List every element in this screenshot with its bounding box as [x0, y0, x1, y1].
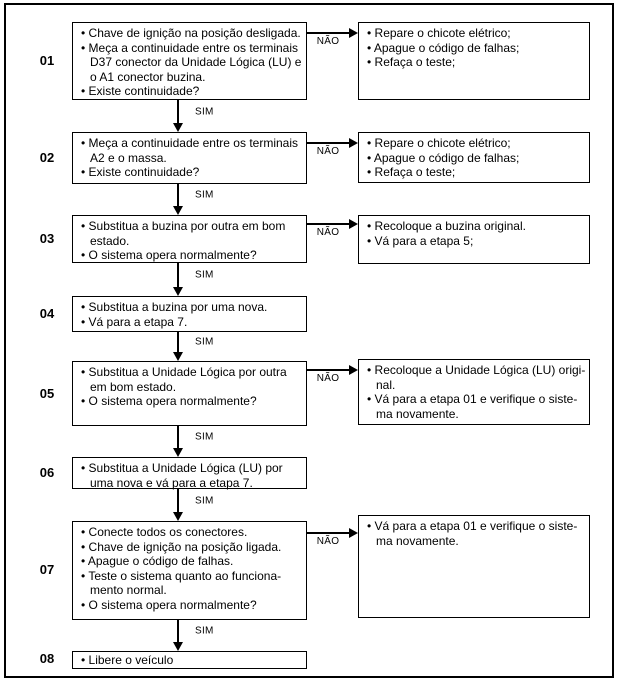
step-box-03: Substitua a buzina por outra em bom esta… — [72, 215, 307, 263]
outer-border — [4, 3, 614, 678]
bullet-item: O sistema opera normalmente? — [81, 598, 304, 613]
step-number-06: 06 — [39, 465, 55, 480]
bullet-item: Recoloque a Unidade Lógica (LU) origi- n… — [367, 363, 587, 392]
bullet-item: Vá para a etapa 01 e verifique o siste- … — [367, 519, 587, 548]
no-arrow-02: NÃO — [307, 138, 358, 157]
bullet-item: Teste o sistema quanto ao funciona- ment… — [81, 569, 304, 598]
step-box-06: Substitua a Unidade Lógica (LU) por uma … — [72, 457, 307, 490]
step-box-08: Libere o veículo — [72, 651, 307, 669]
yes-label: SIM — [194, 189, 215, 201]
yes-label: SIM — [194, 625, 215, 637]
step-08-bullets: Libere o veículo — [73, 652, 306, 668]
bullet-item: Existe continuidade? — [81, 165, 304, 180]
bullet-item: Apague o código de falhas. — [81, 554, 304, 569]
no-arrow-05: NÃO — [307, 365, 358, 384]
no-box-02: Repare o chicote elétrico; Apague o códi… — [358, 132, 590, 183]
no-box-03-bullets: Recoloque a buzina original. Vá para a e… — [359, 216, 589, 248]
no-label: NÃO — [316, 373, 340, 384]
no-box-02-bullets: Repare o chicote elétrico; Apague o códi… — [359, 133, 589, 180]
bullet-item: Substitua a buzina por outra em bom esta… — [81, 219, 304, 248]
no-label: NÃO — [316, 536, 340, 547]
no-arrow-03: NÃO — [307, 219, 358, 238]
yes-arrow-01: SIM — [173, 100, 215, 132]
step-number-01: 01 — [39, 53, 55, 68]
no-box-03: Recoloque a buzina original. Vá para a e… — [358, 215, 590, 264]
bullet-item: Chave de ignição na posição desligada. — [81, 26, 304, 41]
bullet-item: O sistema opera normalmente? — [81, 248, 304, 263]
no-box-07: Vá para a etapa 01 e verifique o siste- … — [358, 515, 590, 618]
step-04-bullets: Substitua a buzina por uma nova. Vá para… — [73, 297, 306, 329]
no-arrow-01: NÃO — [307, 28, 358, 47]
step-box-07: Conecte todos os conectores. Chave de ig… — [72, 521, 307, 620]
bullet-item: Substitua a Unidade Lógica por outra em … — [81, 365, 304, 394]
step-box-04: Substitua a buzina por uma nova. Vá para… — [72, 296, 307, 332]
step-number-08: 08 — [39, 651, 55, 666]
bullet-item: Conecte todos os conectores. — [81, 525, 304, 540]
no-box-07-bullets: Vá para a etapa 01 e verifique o siste- … — [359, 516, 589, 548]
yes-arrow-02: SIM — [173, 184, 215, 215]
bullet-item: Apague o código de falhas; — [367, 151, 587, 166]
bullet-item: Recoloque a buzina original. — [367, 219, 587, 234]
bullet-item: Vá para a etapa 5; — [367, 234, 587, 249]
yes-label: SIM — [194, 269, 215, 281]
bullet-item: Refaça o teste; — [367, 165, 587, 180]
no-box-01: Repare o chicote elétrico; Apague o códi… — [358, 22, 590, 100]
no-box-01-bullets: Repare o chicote elétrico; Apague o códi… — [359, 23, 589, 70]
bullet-item: Meça a continuidade entre os terminais A… — [81, 136, 304, 165]
no-label: NÃO — [316, 146, 340, 157]
bullet-item: Repare o chicote elétrico; — [367, 26, 587, 41]
step-05-bullets: Substitua a Unidade Lógica por outra em … — [73, 362, 306, 409]
bullet-item: Substitua a Unidade Lógica (LU) por uma … — [81, 461, 304, 490]
bullet-item: Libere o veículo — [81, 653, 304, 668]
step-number-04: 04 — [39, 306, 55, 321]
bullet-item: Vá para a etapa 01 e verifique o siste- … — [367, 392, 587, 421]
step-number-05: 05 — [39, 386, 55, 401]
step-box-02: Meça a continuidade entre os terminais A… — [72, 132, 307, 184]
yes-arrow-04: SIM — [173, 332, 215, 361]
step-06-bullets: Substitua a Unidade Lógica (LU) por uma … — [73, 458, 306, 490]
bullet-item: Apague o código de falhas; — [367, 41, 587, 56]
step-01-bullets: Chave de ignição na posição desligada. M… — [73, 23, 306, 99]
yes-arrow-07: SIM — [173, 620, 215, 651]
step-number-02: 02 — [39, 150, 55, 165]
step-number-07: 07 — [39, 562, 55, 577]
yes-arrow-05: SIM — [173, 426, 215, 457]
no-arrow-07: NÃO — [307, 528, 358, 547]
bullet-item: Vá para a etapa 7. — [81, 315, 304, 330]
bullet-item: Refaça o teste; — [367, 55, 587, 70]
yes-arrow-06: SIM — [173, 489, 215, 521]
no-label: NÃO — [316, 36, 340, 47]
yes-label: SIM — [194, 106, 215, 117]
bullet-item: Substitua a buzina por uma nova. — [81, 300, 304, 315]
bullet-item: Meça a continuidade entre os terminais D… — [81, 41, 304, 85]
no-box-05-bullets: Recoloque a Unidade Lógica (LU) origi- n… — [359, 360, 589, 421]
yes-label: SIM — [194, 495, 215, 506]
step-number-03: 03 — [39, 231, 55, 246]
no-box-05: Recoloque a Unidade Lógica (LU) origi- n… — [358, 359, 590, 425]
no-label: NÃO — [316, 227, 340, 238]
yes-label: SIM — [194, 336, 215, 348]
step-03-bullets: Substitua a buzina por outra em bom esta… — [73, 216, 306, 263]
step-02-bullets: Meça a continuidade entre os terminais A… — [73, 133, 306, 180]
step-box-05: Substitua a Unidade Lógica por outra em … — [72, 361, 307, 426]
step-07-bullets: Conecte todos os conectores. Chave de ig… — [73, 522, 306, 612]
step-box-01: Chave de ignição na posição desligada. M… — [72, 22, 307, 100]
bullet-item: Chave de ignição na posição ligada. — [81, 540, 304, 555]
yes-label: SIM — [194, 431, 215, 443]
bullet-item: O sistema opera normalmente? — [81, 394, 304, 409]
bullet-item: Repare o chicote elétrico; — [367, 136, 587, 151]
yes-arrow-03: SIM — [173, 263, 215, 296]
bullet-item: Existe continuidade? — [81, 84, 304, 99]
